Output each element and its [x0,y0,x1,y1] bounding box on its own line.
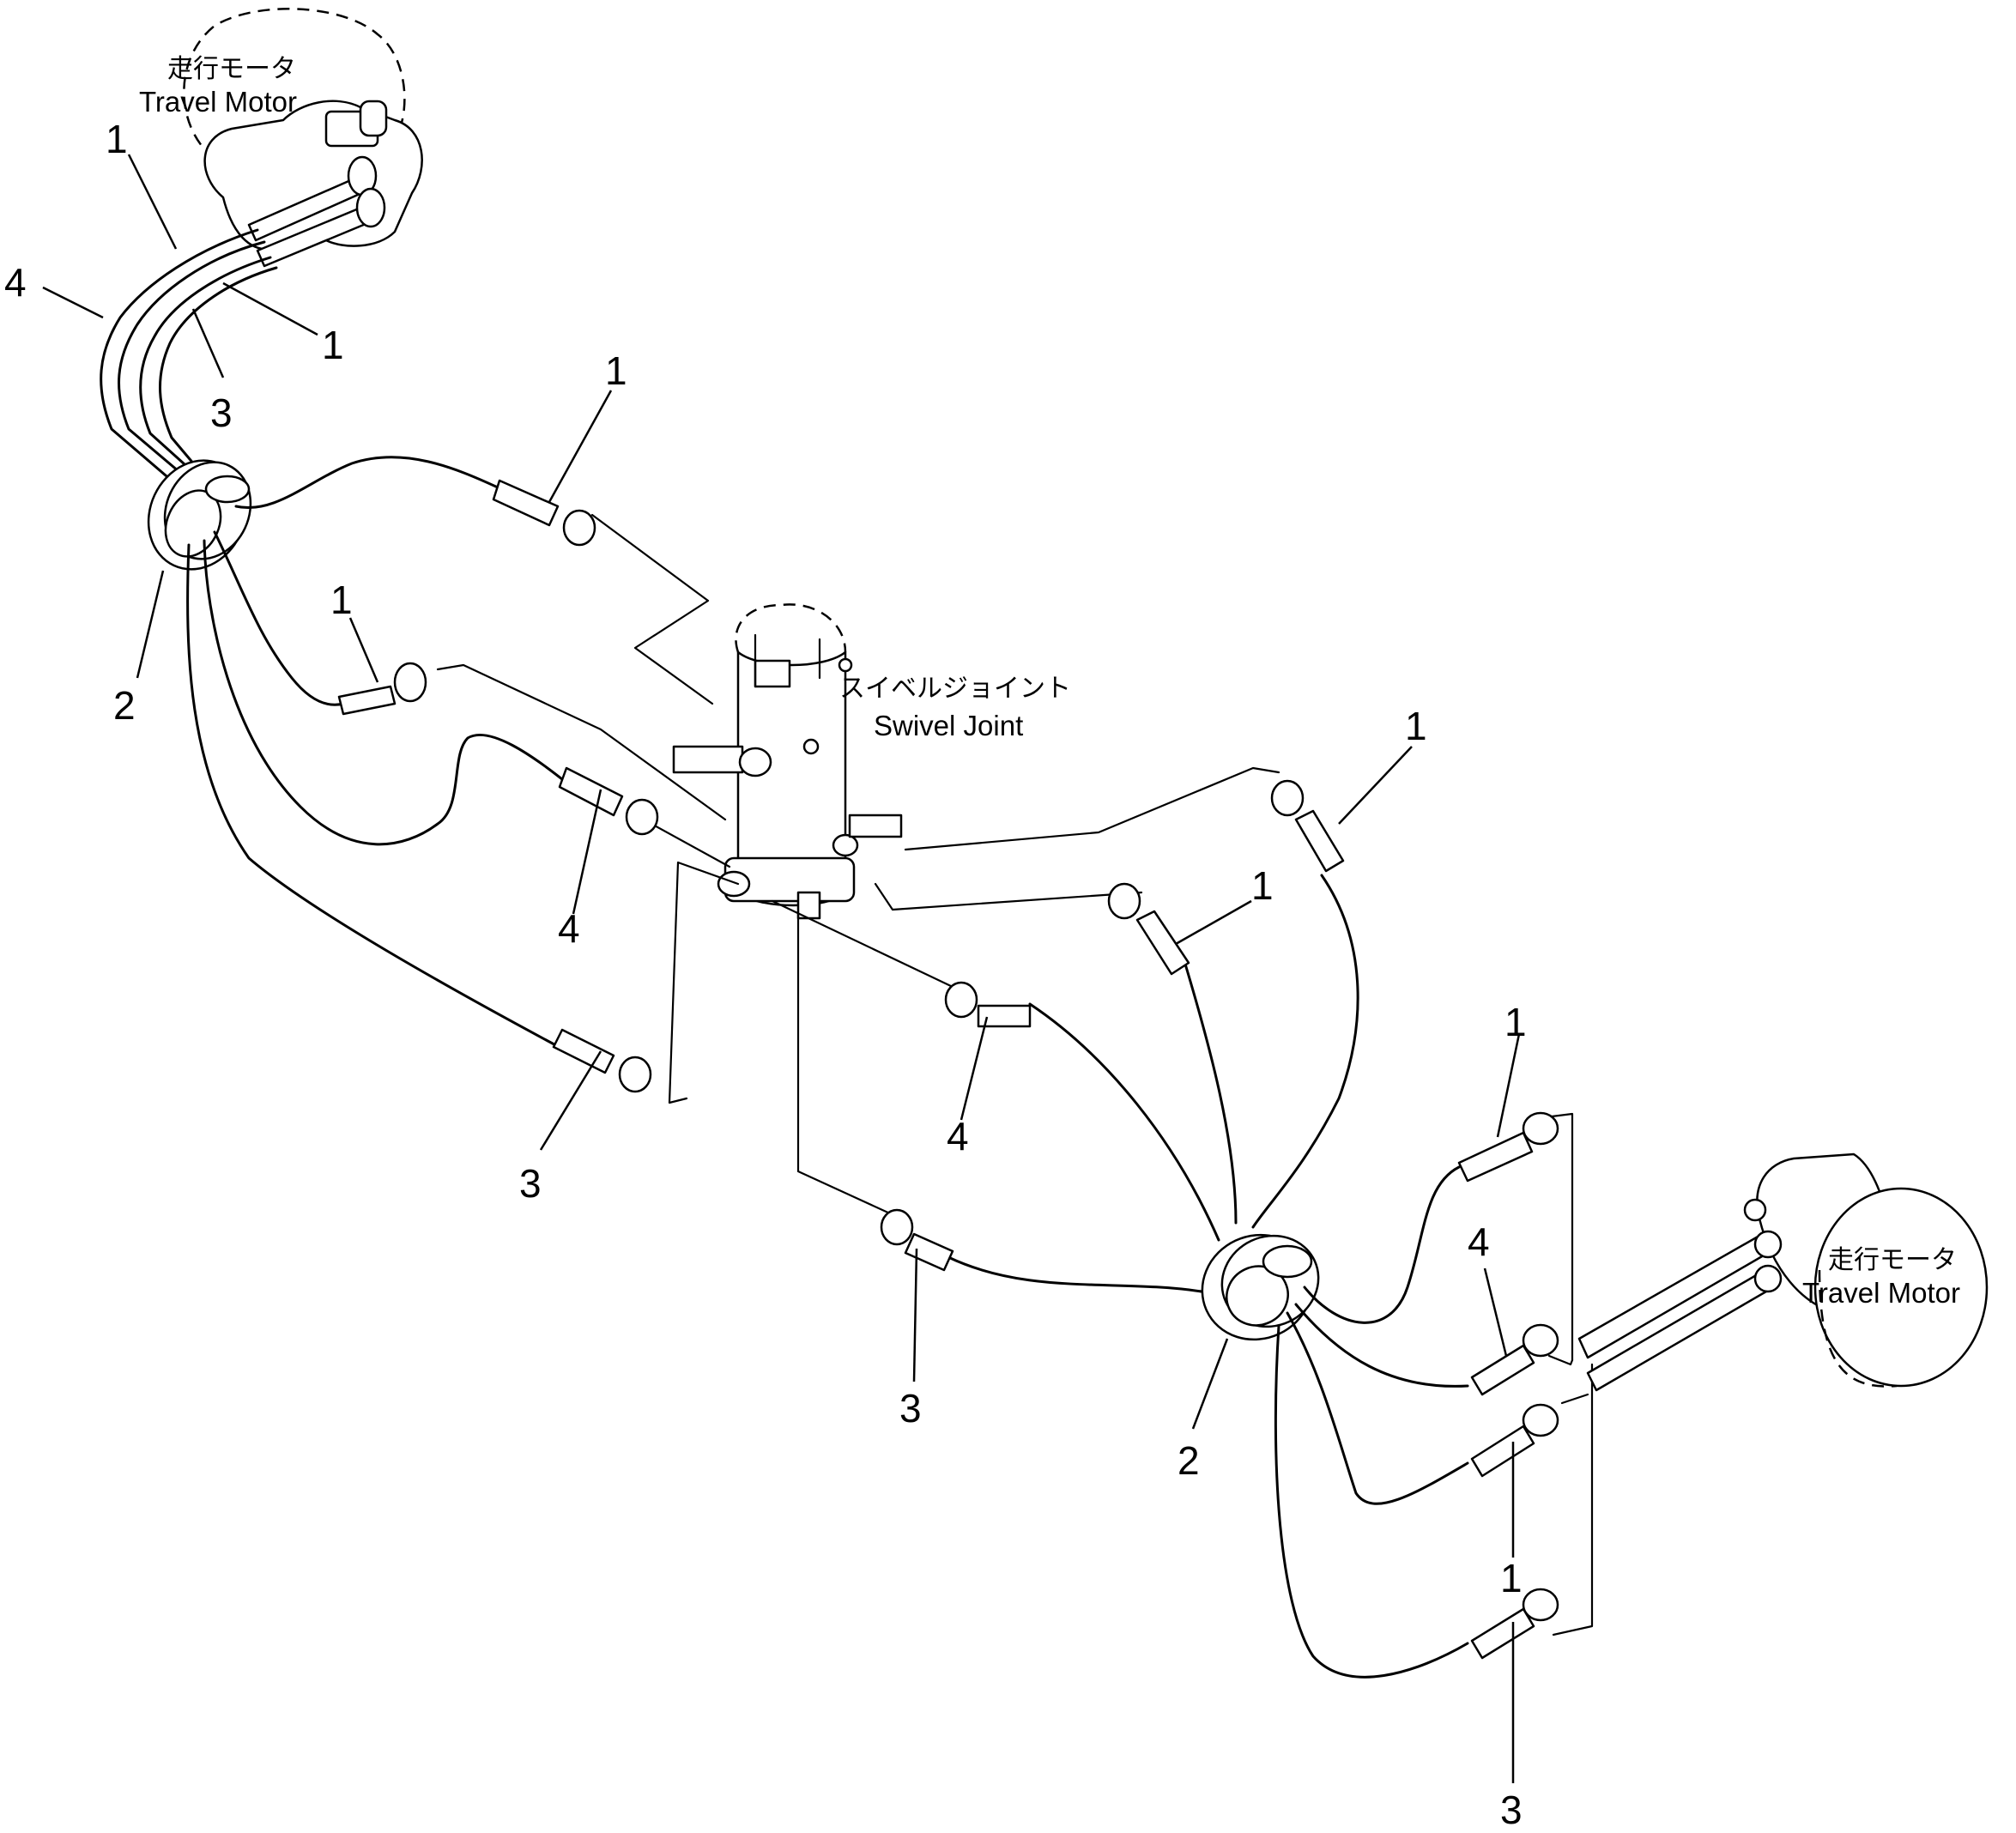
pipes-right-motor [1543,1112,1778,1636]
callout-number: 1 [605,348,627,393]
hose-fitting-1c [1270,779,1345,873]
travel-motor-top-label-en: Travel Motor [139,86,297,118]
hose-fitting-1a [492,479,596,547]
callout-number: 3 [210,390,233,435]
grommet-ring-left [147,459,252,571]
travel-motor-bottom-label-jp: 走行モータ [1828,1246,1957,1274]
callout-number: 1 [106,117,128,161]
hose-fitting-3c [1470,1588,1559,1660]
leader-lines [42,154,1521,1783]
travel-motor-top-label-jp: 走行モータ [167,55,296,83]
callout-number: 1 [1405,704,1427,748]
callout-number: 2 [1178,1438,1200,1483]
callout-number: 2 [113,683,136,728]
callout-number: 4 [947,1114,969,1158]
hoses-left [186,456,577,1057]
hose-fitting-1b [337,662,427,716]
callout-number: 1 [1251,863,1274,908]
callout-number: 1 [330,578,353,622]
hose-fitting-4b [944,981,1032,1028]
callout-number: 1 [1500,1556,1523,1600]
swivel-joint [672,603,903,920]
swivel-joint-label-jp: スイベルジョイント [839,675,1071,703]
hose-fitting-3b [880,1208,954,1272]
callout-number: 3 [1500,1788,1523,1832]
travel-motor-bottom [1743,1152,1989,1388]
hose-bundle-top-motor [100,228,278,482]
hose-fitting-1d [1107,882,1190,976]
hoses-to-right-ring [947,874,1359,1293]
travel-motor-bottom-label-en: Travel Motor [1802,1277,1960,1309]
callout-number: 1 [1504,1000,1527,1044]
hose-fitting-1e [1457,1111,1559,1183]
hose-fitting-4a [558,766,659,836]
callout-number: 4 [4,260,27,305]
callout-number: 3 [899,1386,922,1431]
grommet-ring-right [1201,1233,1320,1341]
travel-motor-top [183,8,423,268]
callout-number: 4 [1468,1219,1490,1264]
hose-fitting-4c [1470,1323,1559,1396]
hoses-right [1274,1165,1469,1679]
callout-number: 1 [322,323,344,367]
hose-fitting-3a [552,1028,652,1093]
swivel-joint-label-en: Swivel Joint [874,710,1023,741]
callout-number: 3 [519,1161,542,1206]
callout-number: 4 [558,906,580,951]
hose-fitting-1f [1470,1403,1559,1478]
